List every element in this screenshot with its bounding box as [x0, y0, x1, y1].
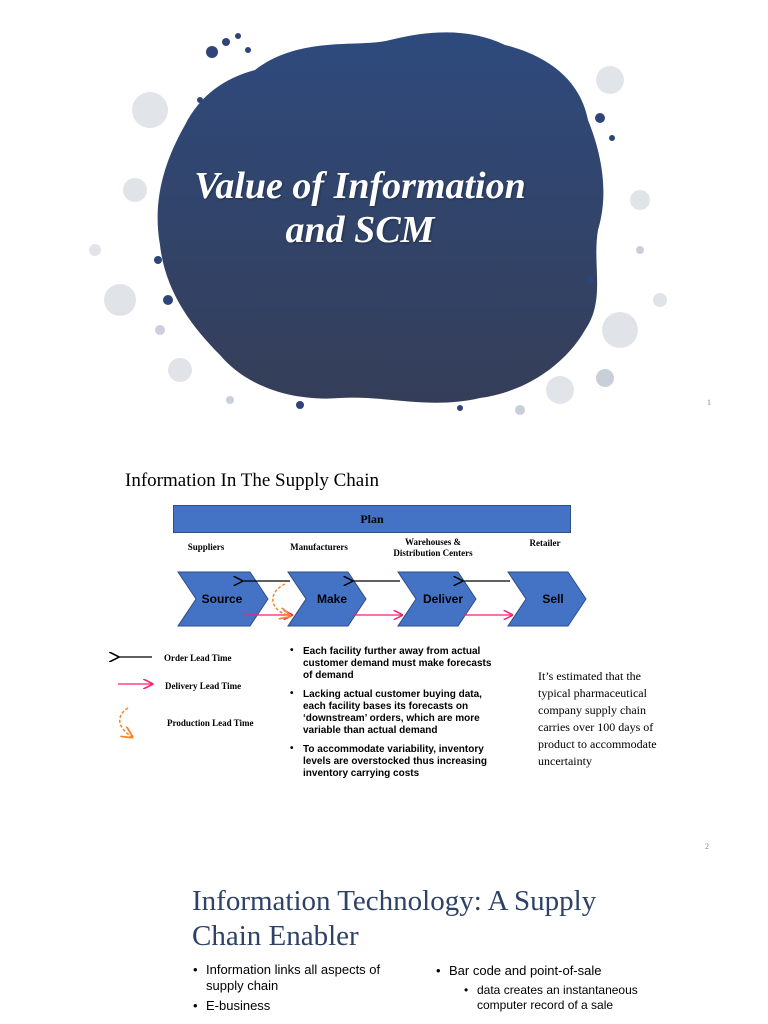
legend-order-label: Order Lead Time — [164, 653, 232, 663]
slide-1-title: Value of Information and SCM — [150, 164, 570, 252]
supply-chain-flow-diagram — [0, 571, 587, 864]
slide-3-title: Information Technology: A Supply Chain E… — [192, 885, 597, 952]
slide-1: Value of Information and SCM 1 — [0, 0, 768, 432]
bullet-item: Lacking actual customer buying data, eac… — [288, 688, 503, 737]
slide-2-title: Information In The Supply Chain — [125, 470, 380, 491]
bullet-item: To accommodate variability, inventory le… — [288, 743, 503, 780]
chevron-source — [177, 571, 269, 627]
legend-delivery-label: Delivery Lead Time — [165, 681, 242, 691]
slide-2: Information In The Supply Chain Plan Sup… — [0, 432, 768, 864]
slide-3: Information Technology: A Supply Chain E… — [0, 864, 768, 1024]
chevron-label-sell: Sell — [542, 592, 564, 606]
page-number: 2 — [705, 842, 709, 851]
title-line-2: and SCM — [285, 209, 435, 251]
chevron-label-deliver: Deliver — [422, 592, 464, 606]
title-line-1: Value of Information — [194, 165, 526, 207]
stage-retailer: Retailer — [529, 538, 561, 548]
bullet-list: Each facility further away from actual c… — [288, 645, 503, 787]
bullet-item: Information links all aspects of supply … — [190, 962, 415, 994]
chevron-sell — [507, 571, 587, 627]
stage-distribution-centers: Distribution Centers — [393, 548, 473, 558]
sub-bullet-item: data creates an instantaneous computer r… — [433, 983, 673, 1013]
left-bullet-list: Information links all aspects of supply … — [190, 962, 415, 1018]
right-bullet-list: Bar code and point-of-sale data creates … — [433, 963, 673, 1017]
chevron-label-make: Make — [316, 592, 348, 606]
bullet-item: Each facility further away from actual c… — [288, 645, 503, 682]
stage-warehouses: Warehouses & — [404, 537, 462, 547]
legend-production-icon — [119, 707, 132, 737]
legend-production-label: Production Lead Time — [167, 718, 254, 728]
bullet-item: Bar code and point-of-sale — [433, 963, 673, 979]
paint-splash-graphic — [89, 32, 667, 415]
stage-suppliers: Suppliers — [187, 542, 225, 552]
estimate-note: It’s estimated that the typical pharmace… — [538, 669, 657, 768]
plan-bar: Plan — [173, 505, 571, 533]
page-number: 1 — [707, 398, 711, 407]
bullet-item: E-business — [190, 998, 415, 1014]
chevron-label-source: Source — [201, 592, 243, 606]
production-arrow — [272, 583, 290, 616]
stage-manufacturers: Manufacturers — [290, 542, 348, 552]
